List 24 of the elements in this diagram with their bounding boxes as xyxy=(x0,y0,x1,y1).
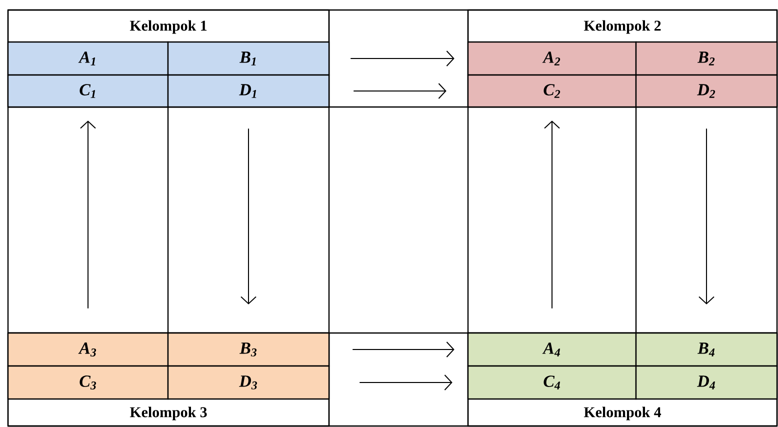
arrow xyxy=(359,374,452,390)
table-cell: C$_{4}$ xyxy=(467,365,637,400)
table-cell: A$_{4}$ xyxy=(467,332,637,367)
table-cell: D$_{4}$ xyxy=(635,365,778,400)
table-cell: A$_{2}$ xyxy=(467,41,637,76)
arrow xyxy=(352,342,454,358)
arrow xyxy=(698,128,714,304)
arrow xyxy=(240,128,256,304)
arrow xyxy=(544,120,560,309)
table-cell: D$_{1}$ xyxy=(167,74,330,108)
table-cell: C$_{1}$ xyxy=(7,74,169,108)
table-cell: A$_{3}$ xyxy=(7,332,169,367)
table-cell: B$_{3}$ xyxy=(167,332,330,367)
table-cell: C$_{2}$ xyxy=(467,74,637,108)
table-cell: A$_{1}$ xyxy=(7,41,169,76)
table-cell: B$_{1}$ xyxy=(167,41,330,76)
table-cell: C$_{3}$ xyxy=(7,365,169,400)
arrow xyxy=(350,50,454,66)
table-cell: B$_{2}$ xyxy=(635,41,778,76)
arrow xyxy=(353,83,446,99)
table-cell: D$_{2}$ xyxy=(635,74,778,108)
table-cell: B$_{4}$ xyxy=(635,332,778,367)
arrow xyxy=(80,120,96,309)
table-cell: D$_{3}$ xyxy=(167,365,330,400)
